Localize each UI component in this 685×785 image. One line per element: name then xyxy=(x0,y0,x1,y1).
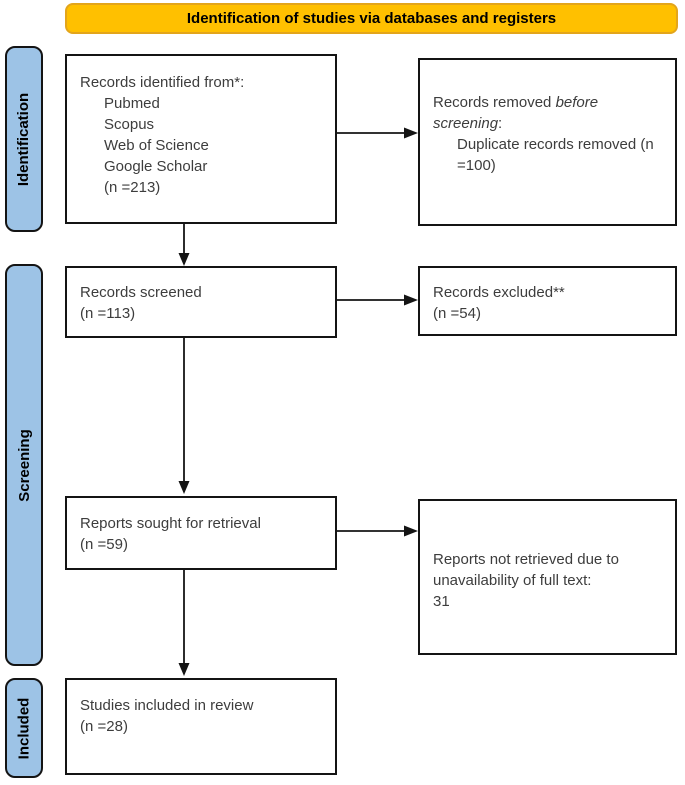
reports-not-retrieved-count: 31 xyxy=(433,593,450,610)
stage-label-included: Included xyxy=(15,697,33,759)
reports-not-retrieved-label: Reports not retrieved due to unavailabil… xyxy=(433,551,619,589)
box-reports-sought: Reports sought for retrieval (n =59) xyxy=(65,496,337,570)
box-records-screened: Records screened (n =113) xyxy=(65,266,337,338)
arrow-sought-to-not-retrieved xyxy=(337,525,418,537)
banner: Identification of studies via databases … xyxy=(65,3,678,34)
stage-bar-included: Included xyxy=(5,678,43,778)
banner-title: Identification of studies via databases … xyxy=(186,10,557,27)
studies-included-count: (n =28) xyxy=(80,718,128,735)
arrow-screened-to-sought xyxy=(178,338,190,494)
box-records-removed: Records removed before screening: Duplic… xyxy=(418,58,677,226)
records-identified-count: (n =213) xyxy=(104,179,161,196)
box-reports-not-retrieved: Reports not retrieved due to unavailabil… xyxy=(418,499,677,655)
arrow-sought-to-included xyxy=(178,570,190,676)
stage-label-screening: Screening xyxy=(15,428,33,502)
reports-sought-count: (n =59) xyxy=(80,536,128,553)
records-removed-post: : xyxy=(498,115,503,132)
box-studies-included: Studies included in review (n =28) xyxy=(65,678,337,775)
records-excluded-count: (n =54) xyxy=(433,305,481,322)
box-records-excluded: Records excluded** (n =54) xyxy=(418,266,677,336)
records-removed-title: Records removed before screening: xyxy=(433,92,662,134)
arrow-identified-to-removed xyxy=(337,127,418,139)
records-screened-label: Records screened xyxy=(80,284,202,301)
database-item: Google Scholar xyxy=(104,158,208,175)
records-excluded-label: Records excluded** xyxy=(433,284,565,301)
records-removed-pre: Records removed xyxy=(433,94,556,111)
database-item: Pubmed xyxy=(104,95,160,112)
arrow-identified-to-screened xyxy=(178,224,190,266)
records-screened-count: (n =113) xyxy=(80,305,136,322)
database-item: Scopus xyxy=(104,116,155,133)
database-item: Web of Science xyxy=(104,137,209,154)
studies-included-label: Studies included in review xyxy=(80,697,254,714)
stage-bar-identification: Identification xyxy=(5,46,43,232)
box-records-identified: Records identified from*: Pubmed Scopus … xyxy=(65,54,337,224)
records-removed-italic: before screening xyxy=(433,94,599,132)
duplicates-removed-detail: Duplicate records removed (n =100) xyxy=(457,136,654,174)
stage-bar-screening: Screening xyxy=(5,264,43,666)
records-identified-title: Records identified from*: xyxy=(80,74,245,91)
reports-sought-label: Reports sought for retrieval xyxy=(80,515,261,532)
stage-label-identification: Identification xyxy=(15,92,33,186)
arrow-screened-to-excluded xyxy=(337,294,418,306)
